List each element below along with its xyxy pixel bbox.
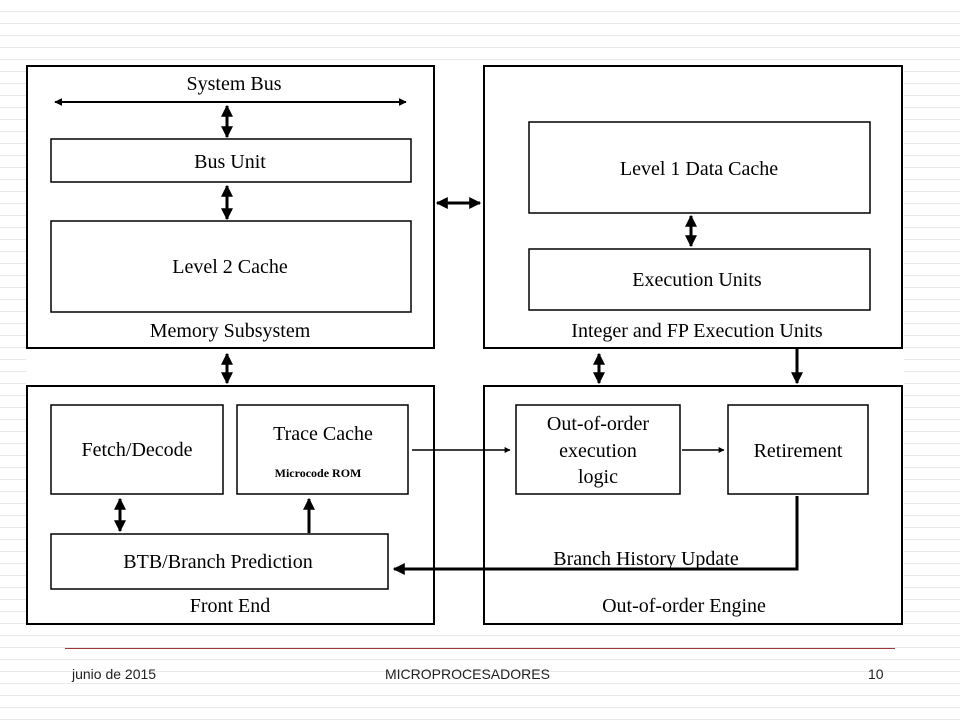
ooo-logic-box [515,404,681,495]
level1-data-cache-label: Level 1 Data Cache [620,158,778,180]
front-end-box [26,385,435,625]
ooo-engine-box [483,385,903,625]
btb-branch-prediction-label: BTB/Branch Prediction [123,551,312,573]
retirement-box [727,404,869,495]
execution-units-group-box [483,65,903,349]
ooo-engine-title: Out-of-order Engine [602,595,766,617]
fetch-decode-box [50,404,224,495]
footer-title: MICROPROCESADORES [385,666,550,682]
ooo-logic-label-line1: Out-of-order [547,413,650,435]
fetch-decode-label: Fetch/Decode [81,439,192,461]
execution-units-group-title: Integer and FP Execution Units [571,320,823,342]
ooo-logic-label-line3: logic [578,466,618,488]
execution-units-box [528,248,871,311]
ooo-logic-label-line2: execution [559,440,637,462]
page-number: 10 [868,666,884,682]
level2-cache-label: Level 2 Cache [172,256,288,278]
level2-cache-box [50,220,412,313]
memory-subsystem-title: Memory Subsystem [150,320,311,342]
branch-history-update-label: Branch History Update [553,548,739,570]
trace-cache-box [236,404,409,495]
execution-units-label: Execution Units [632,269,762,291]
btb-branch-prediction-box [50,533,389,590]
system-bus-label: System Bus [186,73,281,95]
branch-history-feedback-arrow [392,496,799,575]
level1-data-cache-box [528,121,871,214]
footer-date: junio de 2015 [72,666,157,682]
bus-unit-label: Bus Unit [194,151,266,173]
front-end-title: Front End [190,595,271,617]
trace-cache-label: Trace Cache [273,423,373,445]
footer-rule [65,648,895,649]
retirement-label: Retirement [754,440,843,462]
bus-unit-box [50,138,412,183]
memory-subsystem-box [26,65,435,349]
microcode-rom-label: Microcode ROM [275,466,362,480]
